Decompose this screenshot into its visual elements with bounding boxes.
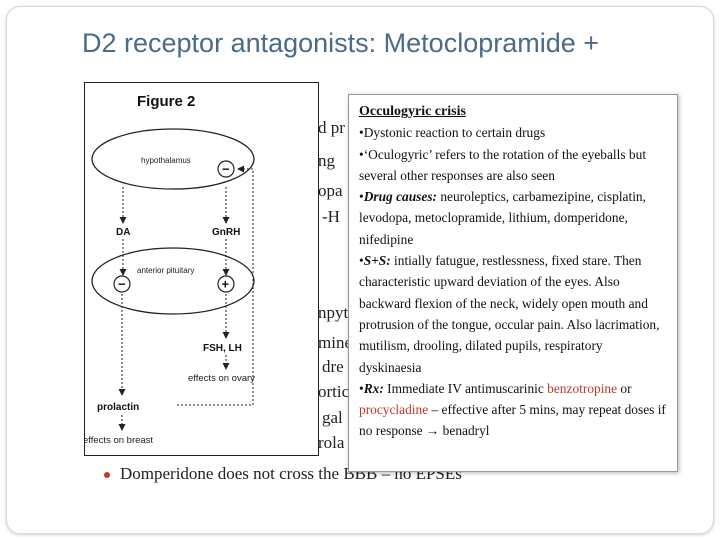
popup-bullet-5: •Rx: Immediate IV antimuscarinic benzotr… xyxy=(359,380,666,439)
benzotropine-text: benzotropine xyxy=(547,380,618,396)
popup-bullet-2: •‘Oculogyric’ refers to the rotation of … xyxy=(359,146,647,183)
minus-sign-hypothalamus: − xyxy=(222,162,230,177)
background-text-fragment: -H xyxy=(322,207,340,226)
bullet-dot-icon xyxy=(104,472,110,479)
hypothalamus-label: hypothalamus xyxy=(141,156,191,165)
drug-causes-label: Drug causes: xyxy=(363,189,437,205)
ss-label: S+S: xyxy=(363,253,391,269)
fsh-lh-label: FSH, LH xyxy=(203,343,242,354)
feedback-line-vertical xyxy=(177,169,254,406)
anterior-pituitary-ellipse xyxy=(91,247,255,315)
rx-text-2: – effective after 5 mins, may repeat dos… xyxy=(359,402,666,439)
figure-2: Figure 2 hypothalamus − DA GnRH anterior… xyxy=(83,82,319,456)
gnrh-label: GnRH xyxy=(212,227,240,238)
background-text-fragment: opa xyxy=(318,181,343,200)
ss-text: intially fatugue, restlessness, fixed st… xyxy=(359,253,660,375)
drug-causes-text: neuroleptics, carbamezipine, cisplatin, … xyxy=(359,189,646,247)
background-text-fragment: ortic xyxy=(318,382,350,401)
da-label: DA xyxy=(116,227,130,238)
minus-circle-hypothalamus xyxy=(217,160,235,178)
plus-circle-pituitary xyxy=(217,275,235,293)
rx-label: Rx: xyxy=(363,380,384,396)
rx-or-text: or xyxy=(617,380,632,396)
popup-bullet-1: •Dystonic reaction to certain drugs xyxy=(359,125,546,141)
plus-sign-pituitary: + xyxy=(222,277,230,292)
figure-title: Figure 2 xyxy=(137,93,195,110)
popup-bullet-3: •Drug causes: neuroleptics, carbamezipin… xyxy=(359,189,646,247)
popup-bullet-2-text: ‘Oculogyric’ refers to the rotation of t… xyxy=(359,146,647,183)
background-text-fragment: d pr xyxy=(318,118,345,137)
slide-title: D2 receptor antagonists: Metoclopramide … xyxy=(82,28,600,58)
minus-circle-pituitary xyxy=(113,275,131,293)
background-text-fragment: rola xyxy=(318,433,345,452)
background-text-fragment: gal xyxy=(322,408,343,427)
background-text-fragment: npyt xyxy=(318,303,349,322)
popup-title: Occulogyric crisis xyxy=(359,104,466,119)
procycladine-text: procycladine xyxy=(359,402,429,418)
minus-sign-pituitary: − xyxy=(118,277,126,292)
hypothalamus-ellipse xyxy=(91,128,255,190)
popup-bullet-1-text: Dystonic reaction to certain drugs xyxy=(363,125,546,141)
background-text-fragment: ng xyxy=(318,151,335,170)
rx-text-1: Immediate IV antimuscarinic xyxy=(383,380,548,396)
anterior-pituitary-label: anterior pituitary xyxy=(137,266,194,275)
popup-bullet-4: •S+S: intially fatugue, restlessness, fi… xyxy=(359,253,660,375)
occulogyric-crisis-popup: Occulogyric crisis •Dystonic reaction to… xyxy=(348,94,678,472)
figure-diagram: Figure 2 hypothalamus − DA GnRH anterior… xyxy=(83,93,255,446)
effects-ovary-label: effects on ovary xyxy=(188,373,255,384)
prolactin-label: prolactin xyxy=(97,402,139,413)
background-text-fragment: dre xyxy=(322,357,344,376)
effects-breast-label: effects on breast xyxy=(85,435,153,446)
background-text-fragment: mine xyxy=(318,333,352,352)
